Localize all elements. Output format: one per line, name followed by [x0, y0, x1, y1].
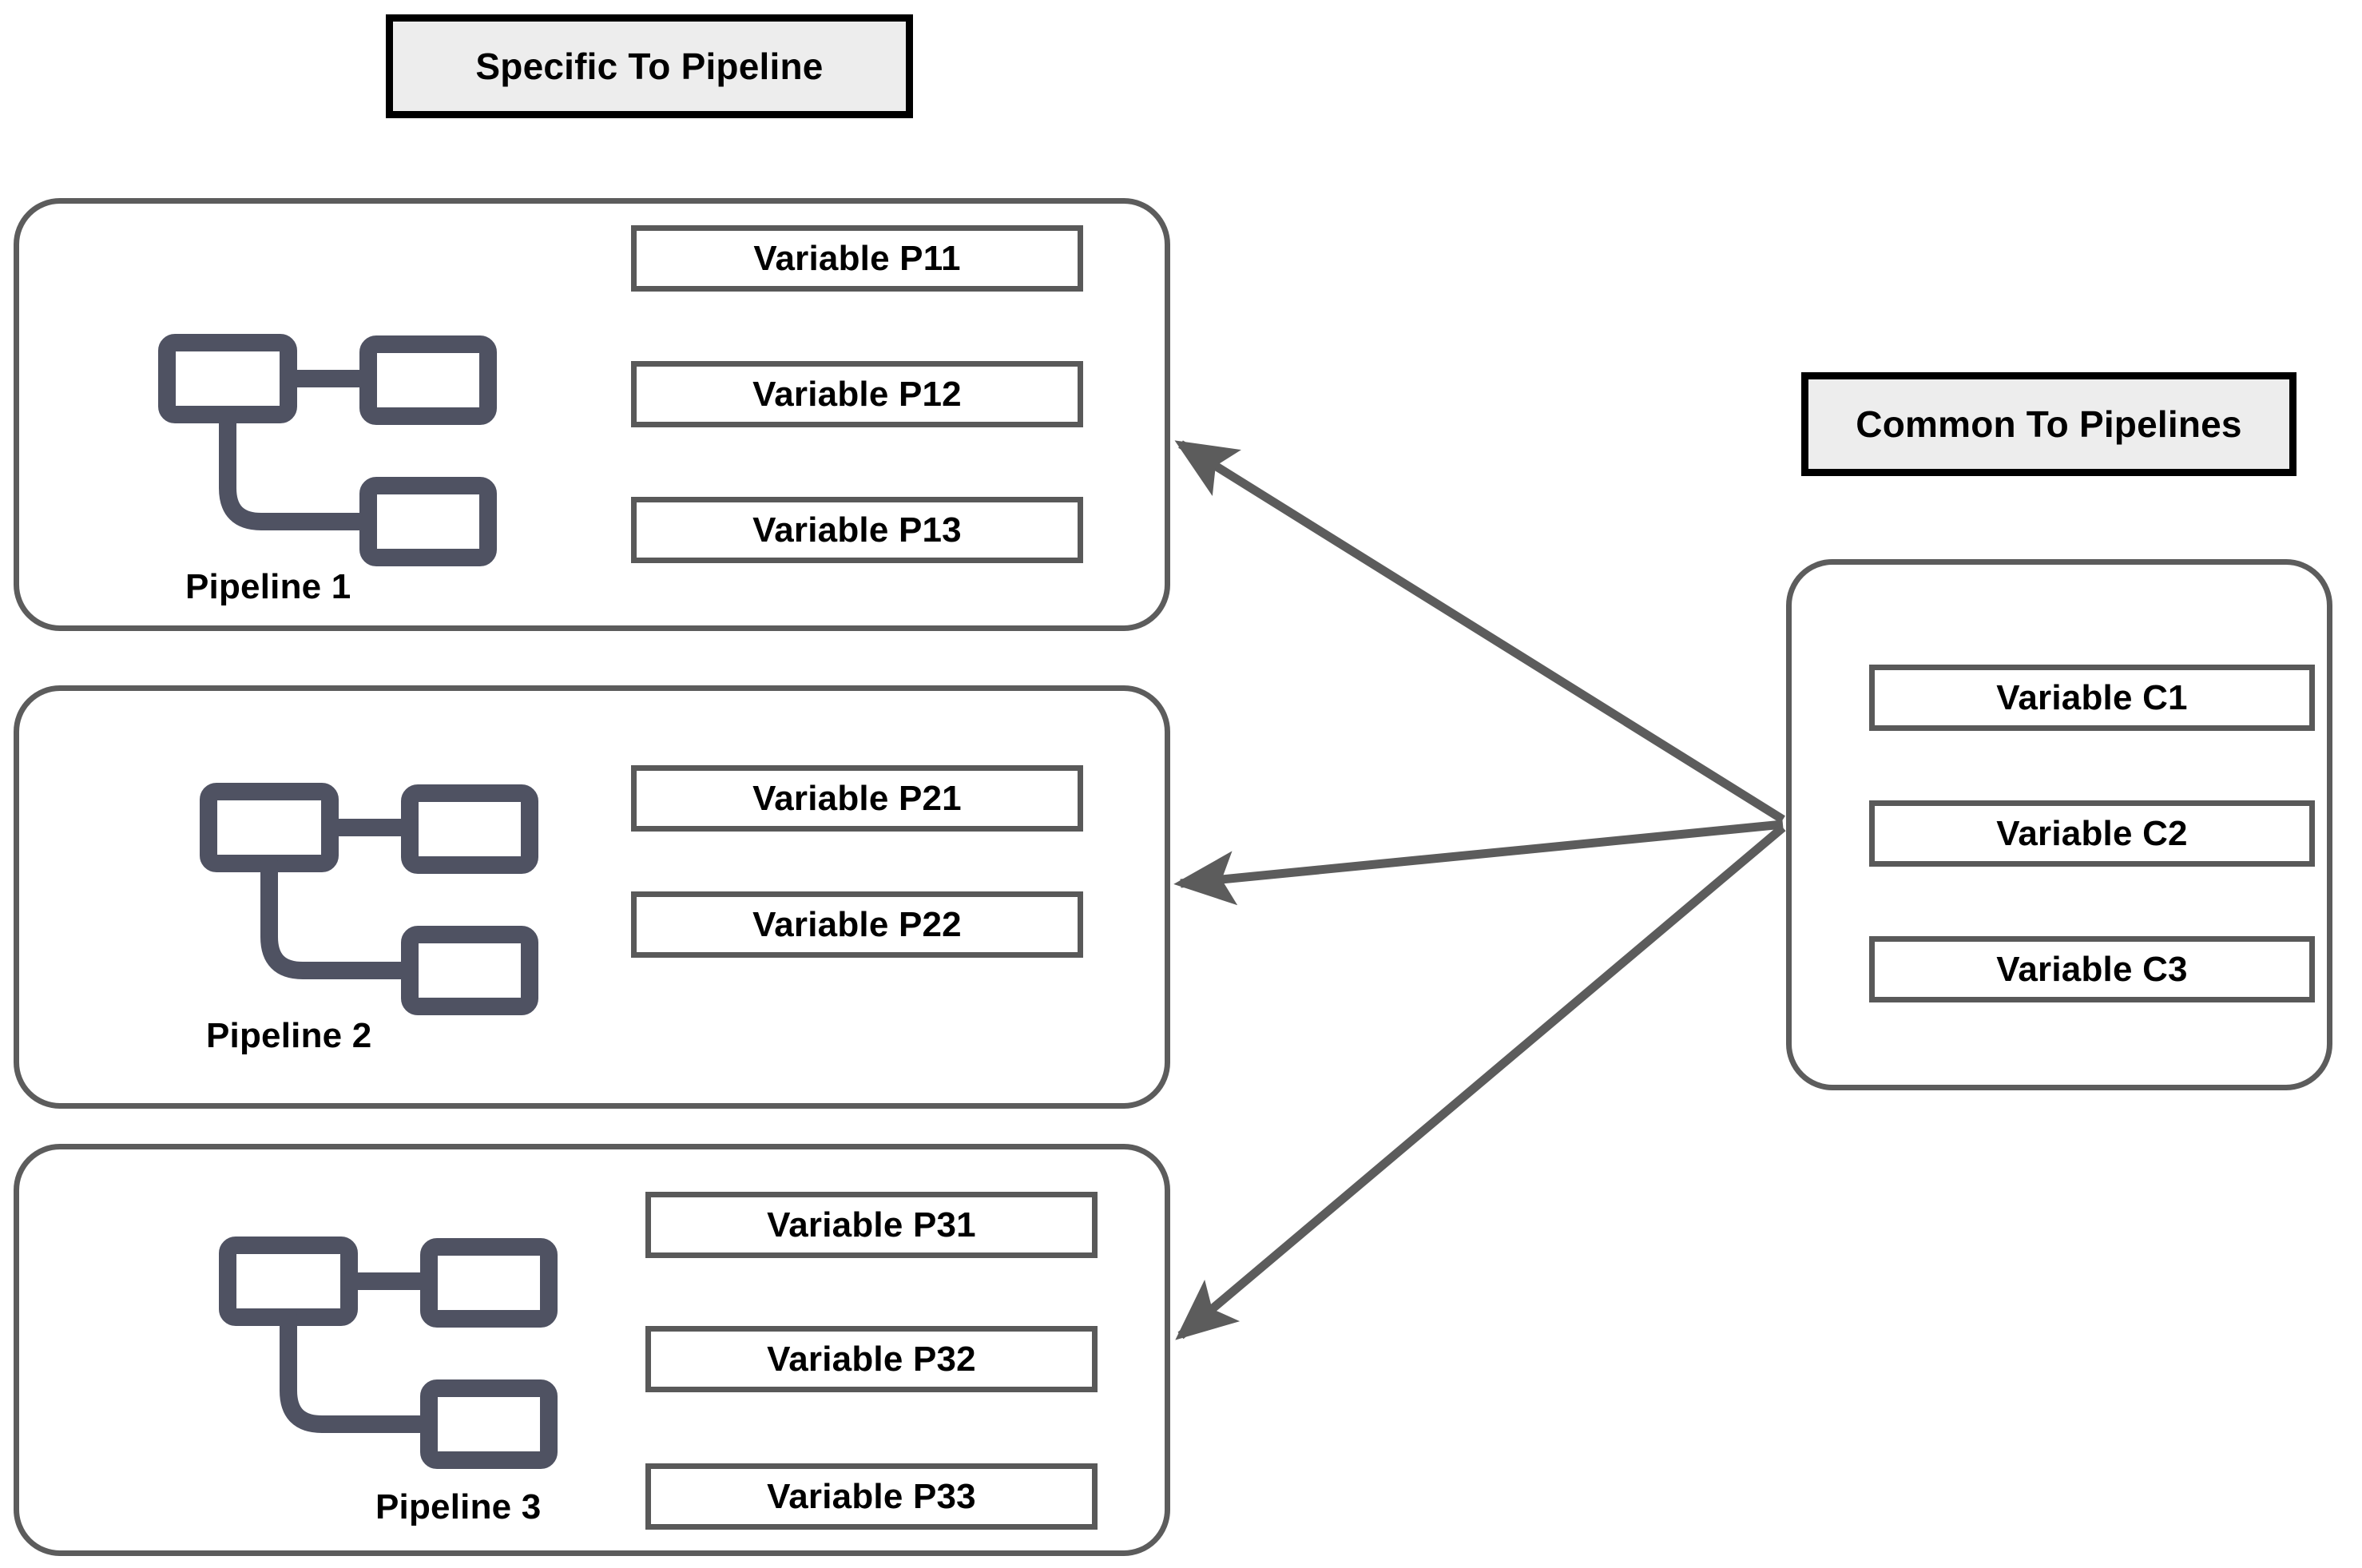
- variable-box: Variable C3: [1869, 936, 2315, 1002]
- pipeline-icon: [200, 783, 538, 1015]
- variable-box: Variable P13: [631, 497, 1083, 563]
- variable-box: Variable C1: [1869, 665, 2315, 731]
- pipeline-icon: [158, 334, 497, 566]
- variable-label: Variable P12: [752, 374, 962, 414]
- variable-box: Variable P22: [631, 891, 1083, 958]
- pipeline-1-caption: Pipeline 1: [185, 567, 351, 606]
- variable-label: Variable C3: [1996, 949, 2188, 989]
- arrow-common-to-pipeline-1: [1174, 440, 1785, 824]
- variable-box: Variable C2: [1869, 800, 2315, 867]
- variable-label: Variable C1: [1996, 677, 2188, 717]
- legend-specific-to-pipeline: Specific To Pipeline: [386, 14, 913, 118]
- variable-label: Variable P13: [752, 510, 962, 550]
- variable-label: Variable P33: [767, 1476, 976, 1516]
- variable-label: Variable P22: [752, 904, 962, 944]
- arrow-common-to-pipeline-3: [1175, 824, 1786, 1340]
- pipeline-3-caption: Pipeline 3: [375, 1487, 542, 1526]
- variable-label: Variable P21: [752, 778, 962, 818]
- legend-common-label: Common To Pipelines: [1856, 403, 2242, 445]
- variable-label: Variable P11: [753, 238, 961, 278]
- variable-label: Variable P32: [767, 1339, 976, 1379]
- variable-box: Variable P33: [645, 1463, 1098, 1530]
- variable-box: Variable P31: [645, 1192, 1098, 1258]
- pipeline-icon: [219, 1237, 558, 1469]
- pipeline-2-caption: Pipeline 2: [206, 1016, 372, 1055]
- variable-box: Variable P21: [631, 765, 1083, 832]
- variable-label: Variable P31: [767, 1205, 976, 1244]
- arrow-common-to-pipeline-2: [1173, 820, 1784, 906]
- variable-box: Variable P12: [631, 361, 1083, 427]
- legend-specific-label: Specific To Pipeline: [475, 46, 824, 87]
- legend-common-to-pipelines: Common To Pipelines: [1801, 372, 2296, 476]
- variable-box: Variable P32: [645, 1326, 1098, 1392]
- variable-label: Variable C2: [1996, 813, 2188, 853]
- variable-box: Variable P11: [631, 225, 1083, 292]
